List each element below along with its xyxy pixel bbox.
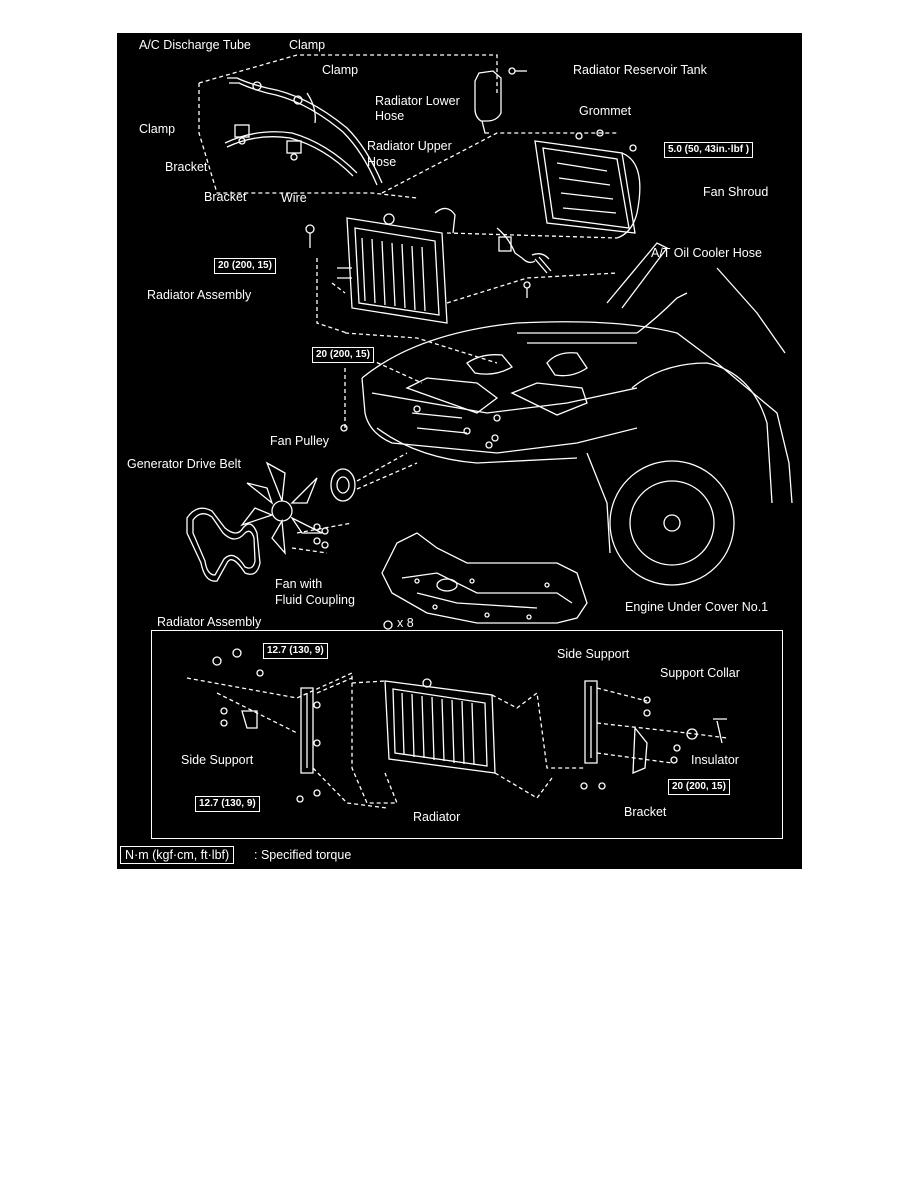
label-fan-with-2: Fluid Coupling [275, 593, 355, 607]
torque-radiator-top: 20 (200, 15) [214, 258, 276, 274]
drive-belt-part [186, 507, 261, 582]
label-radiator-upper-hose-2: Hose [367, 155, 397, 169]
label-clamp-top: Clamp [289, 38, 326, 52]
reservoir-tank-part [474, 67, 527, 134]
fan-shroud-part [534, 129, 641, 239]
label-clamp-mid: Clamp [322, 63, 359, 77]
label-support-collar: Support Collar [660, 666, 740, 680]
legend-text: : Specified torque [254, 848, 352, 862]
label-fan-pulley: Fan Pulley [270, 434, 330, 448]
exploded-view-illustration [186, 54, 793, 809]
label-sub-title: Radiator Assembly [157, 615, 262, 629]
vehicle-body-part [361, 242, 793, 586]
label-radiator: Radiator [413, 810, 461, 824]
label-insulator: Insulator [691, 753, 739, 767]
label-side-support-right: Side Support [557, 647, 630, 661]
torque-sub-top: 12.7 (130, 9) [263, 643, 328, 659]
label-ac-discharge-tube: A/C Discharge Tube [139, 38, 251, 52]
fan-blade-part [240, 461, 353, 555]
label-x8: x 8 [397, 616, 414, 630]
label-clamp-left: Clamp [139, 122, 176, 136]
label-wire: Wire [281, 191, 307, 205]
label-radiator-lower-hose-2: Hose [375, 109, 405, 123]
label-grommet: Grommet [579, 104, 632, 118]
label-fan-with-1: Fan with [275, 577, 323, 591]
radiator-assembly-part [305, 207, 456, 324]
label-radiator-assembly: Radiator Assembly [147, 288, 252, 302]
diagram-panel: A/C Discharge Tube Clamp Clamp Clamp Bra… [117, 33, 802, 869]
label-bracket-1: Bracket [165, 160, 208, 174]
fan-pulley-part [330, 452, 418, 502]
detail-frame [151, 630, 783, 839]
torque-sub-bottom: 12.7 (130, 9) [195, 796, 260, 812]
label-radiator-reservoir-tank: Radiator Reservoir Tank [573, 63, 707, 77]
label-fan-shroud: Fan Shroud [703, 185, 769, 199]
torque-radiator-mid: 20 (200, 15) [312, 347, 374, 363]
torque-sub-right: 20 (200, 15) [668, 779, 730, 795]
label-side-support-left: Side Support [181, 753, 254, 767]
label-bracket-2: Bracket [204, 190, 247, 204]
legend-unit-box: N·m (kgf·cm, ft·lbf) [120, 846, 235, 864]
label-radiator-lower-hose-1: Radiator Lower [375, 94, 460, 108]
label-at-oil-cooler-hose: A/T Oil Cooler Hose [651, 246, 762, 260]
ac-discharge-tube-part [224, 77, 383, 186]
torque-shroud: 5.0 (50, 43in.·lbf ) [664, 142, 754, 158]
engine-under-cover-part [381, 532, 588, 624]
label-radiator-upper-hose-1: Radiator Upper [367, 139, 452, 153]
label-generator-drive-belt: Generator Drive Belt [127, 457, 241, 471]
label-bracket-sub: Bracket [624, 805, 667, 819]
label-engine-under-cover: Engine Under Cover No.1 [625, 600, 769, 614]
radiator-detail-part [186, 648, 728, 809]
